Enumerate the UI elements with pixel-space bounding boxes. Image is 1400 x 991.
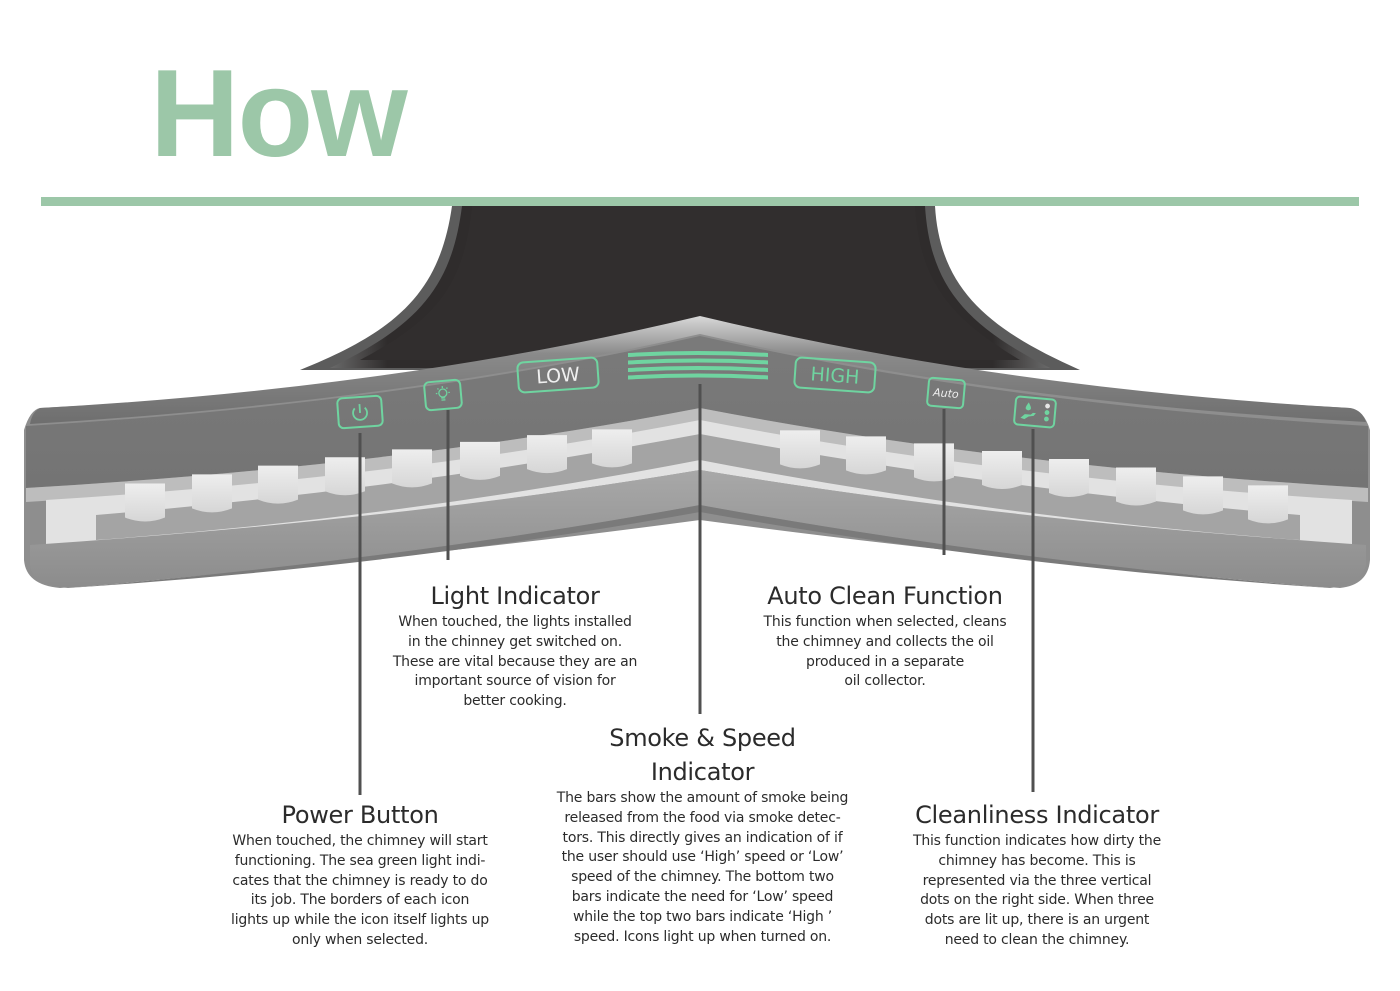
light-cup (592, 429, 632, 468)
callout-heading: Light Indicator (430, 582, 600, 610)
smoke-bar (628, 358, 768, 365)
light-cup (1183, 476, 1223, 515)
light-cup (1116, 467, 1156, 506)
light-cup (258, 465, 298, 504)
callout-light-indicator: Light Indicator When touched, the lights… (355, 579, 675, 712)
light-cup (325, 457, 365, 496)
light-button[interactable] (423, 378, 463, 412)
callout-cleanliness: Cleanliness Indicator This function indi… (882, 798, 1192, 951)
auto-clean-button[interactable]: Auto (926, 376, 966, 410)
chimney-hood (300, 206, 1080, 370)
light-cup (780, 430, 820, 469)
light-cup (1049, 458, 1089, 497)
callout-body: This function when selected, cleans the … (763, 614, 1007, 690)
callout-smoke-speed: Smoke & Speed Indicator The bars show th… (525, 721, 880, 947)
light-cup (460, 441, 500, 480)
low-label: LOW (536, 363, 581, 388)
callout-heading: Power Button (281, 801, 439, 829)
hand-drop-icon (1020, 402, 1036, 420)
callout-body: This function indicates how dirty the ch… (912, 833, 1162, 948)
light-cup (914, 443, 954, 482)
callout-auto-clean: Auto Clean Function This function when s… (730, 579, 1040, 692)
low-speed-button[interactable]: LOW (516, 356, 600, 394)
high-speed-button[interactable]: HIGH (793, 356, 877, 394)
page-title: How (150, 45, 408, 183)
callout-power-button: Power Button When touched, the chimney w… (200, 798, 520, 951)
smoke-bar (628, 373, 768, 380)
power-icon (352, 403, 368, 421)
callout-heading: Cleanliness Indicator (915, 801, 1159, 829)
smoke-bar (628, 366, 768, 372)
high-label: HIGH (810, 363, 860, 388)
lightbulb-icon (435, 385, 450, 401)
light-cup (392, 449, 432, 488)
light-cup (125, 483, 165, 522)
cleanliness-dot (1045, 403, 1050, 409)
callout-body: When touched, the chimney will start fun… (231, 833, 489, 948)
callout-heading: Smoke & Speed Indicator (609, 724, 796, 786)
light-cup (192, 474, 232, 513)
light-cup (527, 435, 567, 474)
cleanliness-dot (1044, 416, 1049, 422)
control-panel-body (24, 316, 1370, 588)
callout-heading: Auto Clean Function (767, 582, 1003, 610)
light-cup (846, 436, 886, 475)
power-button[interactable] (336, 394, 384, 430)
auto-label: Auto (932, 386, 960, 401)
smoke-bar (628, 351, 768, 357)
smoke-level-indicator (628, 351, 768, 380)
callout-body: When touched, the lights installed in th… (392, 614, 638, 710)
cleanliness-dots (1044, 403, 1050, 422)
cleanliness-indicator-button[interactable] (1013, 395, 1057, 429)
light-cup (1248, 485, 1288, 524)
title-divider (41, 197, 1359, 206)
leader-lines (358, 384, 1035, 795)
callout-body: The bars show the amount of smoke being … (556, 790, 849, 945)
light-cup (982, 450, 1022, 489)
light-cups (125, 429, 1288, 524)
cleanliness-dot (1044, 410, 1050, 415)
